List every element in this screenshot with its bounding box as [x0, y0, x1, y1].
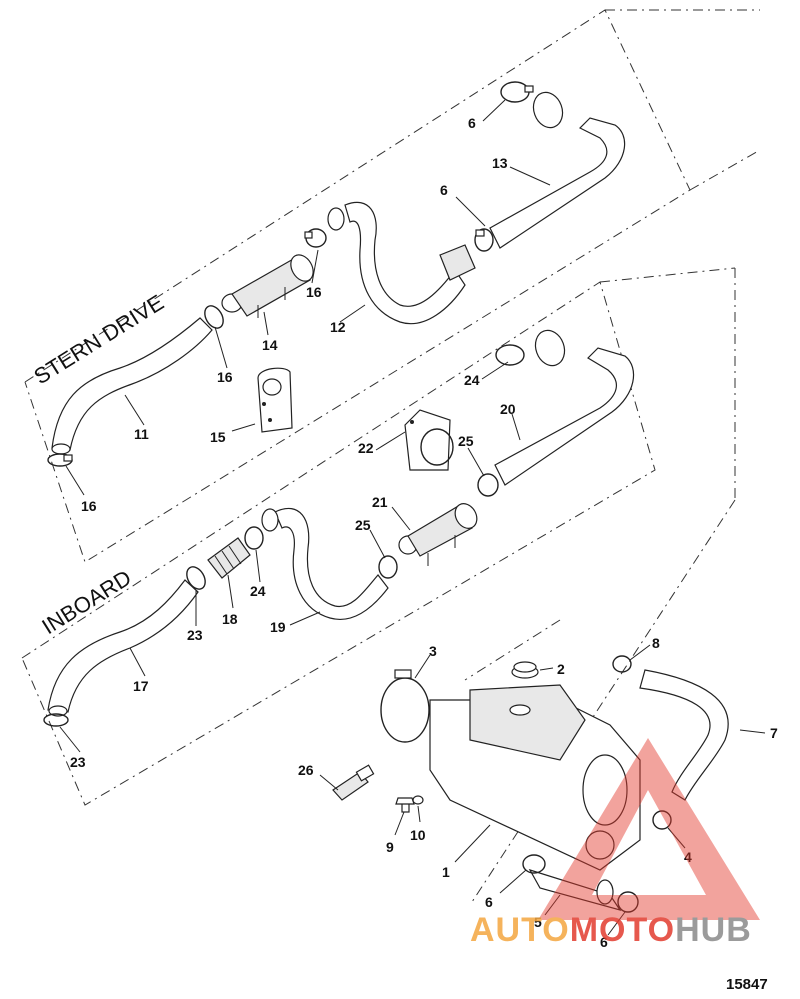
- callout-17: 17: [133, 678, 149, 694]
- callout-19: 19: [270, 619, 286, 635]
- clamp-8: [612, 655, 632, 673]
- clamp-23-upper: [186, 566, 206, 590]
- callout-20: 20: [500, 401, 516, 417]
- muffler-21: [398, 503, 478, 566]
- callout-25: 25: [355, 517, 371, 533]
- engine-section-frame: [464, 499, 736, 906]
- pipe-13: [489, 91, 626, 249]
- watermark-hub: HUB: [675, 911, 752, 949]
- stern-drive-frame: [24, 9, 761, 563]
- screw-9: [395, 797, 415, 813]
- cap-2: [511, 661, 539, 679]
- callout-9: 9: [386, 839, 394, 855]
- callout-8: 8: [652, 635, 660, 651]
- pipe-12: [327, 201, 476, 325]
- callout-3: 3: [429, 643, 437, 659]
- callout-12: 12: [330, 319, 346, 335]
- clamp-6-lower-left: [522, 854, 546, 874]
- callout-24: 24: [250, 583, 266, 599]
- callout-7: 7: [770, 725, 778, 741]
- clamp-6-mid: [474, 228, 494, 252]
- exhaust-manifold-1: [429, 684, 641, 871]
- svg-text:AUTOMOTOHUB: AUTOMOTOHUB: [470, 911, 752, 949]
- callout-25: 25: [458, 433, 474, 449]
- plate-22: [404, 409, 454, 471]
- callout-18: 18: [222, 611, 238, 627]
- callout-4: 4: [684, 849, 692, 865]
- inboard-title: INBOARD: [37, 565, 135, 639]
- hose-7: [639, 669, 729, 801]
- callout-23: 23: [70, 754, 86, 770]
- callout-15: 15: [210, 429, 226, 445]
- hose-5: [528, 868, 622, 912]
- watermark-auto: AUTO: [470, 911, 570, 949]
- callout-13: 13: [492, 155, 508, 171]
- callout-11: 11: [134, 426, 149, 442]
- callout-23: 23: [187, 627, 203, 643]
- callout-14: 14: [262, 337, 278, 353]
- fitting-26: [332, 764, 375, 801]
- callout-24: 24: [464, 372, 480, 388]
- callout-2: 2: [557, 661, 565, 677]
- washer-10: [412, 795, 424, 805]
- clamp-25-right: [477, 473, 499, 497]
- clamp-23-lower: [43, 713, 69, 727]
- callout-labels: 6 13 6 16 12 14 16 15 11 16 24 20 22 25 …: [70, 115, 778, 950]
- callout-16: 16: [217, 369, 233, 385]
- inboard-frame: [21, 267, 736, 806]
- pipe-20: [494, 329, 635, 486]
- muffler-14: [221, 254, 314, 318]
- clamp-6-lower-right: [617, 891, 639, 913]
- callout-16: 16: [306, 284, 322, 300]
- clamp-24-inboard: [244, 526, 264, 550]
- clamp-16-lower: [47, 453, 73, 467]
- clamp-25-left: [378, 555, 398, 579]
- clamp-4: [652, 810, 672, 830]
- callout-26: 26: [298, 762, 314, 778]
- watermark-triangle-logo: [538, 738, 760, 920]
- clamp-3: [380, 669, 430, 743]
- bracket-15: [257, 367, 293, 433]
- callout-6: 6: [600, 934, 608, 950]
- callout-6: 6: [468, 115, 476, 131]
- automotohub-watermark: AUTOMOTOHUB: [470, 738, 760, 949]
- callout-22: 22: [358, 440, 374, 456]
- callout-6: 6: [440, 182, 448, 198]
- figure-number: 15847: [726, 976, 768, 993]
- callout-5: 5: [534, 914, 542, 930]
- clamp-6-top: [500, 81, 534, 103]
- clamp-16-right: [304, 228, 327, 248]
- clamp-24-top: [495, 344, 525, 366]
- callout-1: 1: [442, 864, 450, 880]
- callout-10: 10: [410, 827, 426, 843]
- bellows-18: [207, 537, 251, 579]
- watermark-moto: MOTO: [570, 911, 675, 949]
- hose-11: [51, 317, 213, 455]
- pipe-19: [261, 507, 389, 620]
- callout-21: 21: [372, 494, 388, 510]
- callout-6: 6: [485, 894, 493, 910]
- callout-16: 16: [81, 498, 97, 514]
- clamp-16-left: [204, 305, 224, 329]
- leader-lines: [59, 99, 766, 936]
